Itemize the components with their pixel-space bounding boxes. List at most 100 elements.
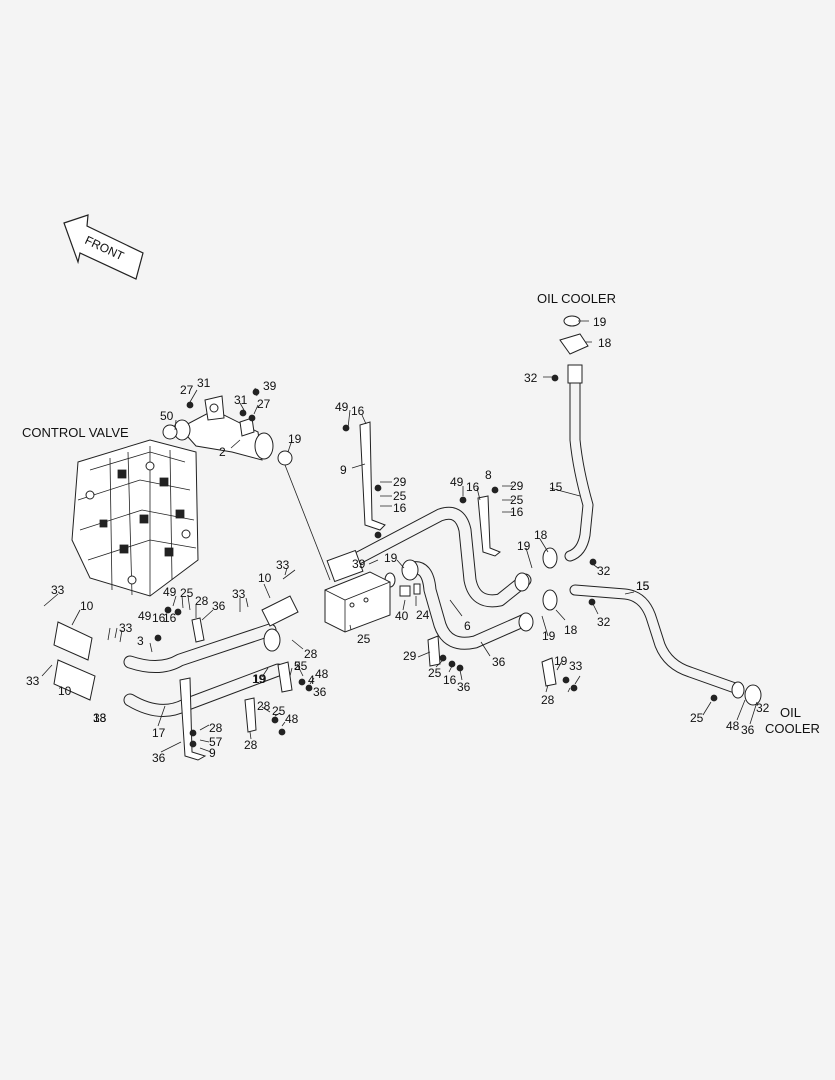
callout: 49 [163,585,177,599]
manifold-2 [162,395,331,581]
callout: 18 [564,623,578,637]
callout: 36 [212,599,226,613]
callout: 48 [285,712,299,726]
callout: 15 [636,579,650,593]
callout: 39 [263,379,277,393]
callout: 18 [598,336,612,350]
clamps-36 [191,617,557,733]
callout: 3 [137,634,144,648]
callout: 18 [534,528,548,542]
callout: 18 [93,711,107,725]
callout: 27 [180,383,194,397]
callout: 36 [741,723,755,737]
callout: 25 [180,586,194,600]
callout: 9 [209,746,216,760]
callout: 10 [58,684,72,698]
callout: 29 [510,479,524,493]
callout: 10 [258,571,272,585]
callout: 33 [119,621,133,635]
callout: 19 [554,654,568,668]
block-17 [324,571,391,633]
callout: 48 [726,719,740,733]
oil-cooler-top-label: OIL COOLER [537,291,616,306]
callout: 33 [93,711,107,725]
callout: 19 [542,629,556,643]
callout: 40 [395,609,409,623]
callout: 32 [524,371,538,385]
callout: 16 [393,501,407,515]
callout: 28 [244,738,258,752]
callout: 31 [197,376,211,390]
callout: 36 [492,655,506,669]
control-valve-label: CONTROL VALVE [22,425,129,440]
hose-15-upper [542,315,594,569]
callout: 9 [340,463,347,477]
callout: 36 [152,751,166,765]
oil-cooler-right-label-1: OIL [780,705,801,720]
callout: 32 [597,564,611,578]
callout: 16 [152,611,166,625]
callout: 39 [352,557,366,571]
callout: 27 [257,397,271,411]
callout: 25 [272,704,286,718]
callout: 29 [403,649,417,663]
callout: 10 [80,599,94,613]
hose-15-right [542,584,762,706]
callout: 28 [541,693,555,707]
callout: 19 [593,315,607,329]
callout: 2 [219,445,226,459]
callout: 19 [517,539,531,553]
callout: 24 [416,608,430,622]
callout: 33 [276,558,290,572]
callout: 32 [756,701,770,715]
callout: 17 [152,726,166,740]
callout: 32 [597,615,611,629]
callout: 25 [357,632,371,646]
callout: 36 [313,685,327,699]
callout: 15 [549,480,563,494]
callout: 49 [335,400,349,414]
callout: 25 [510,493,524,507]
callout: 36 [457,680,471,694]
callout: 25 [294,659,308,673]
callout: 48 [315,667,329,681]
callout: 19 [252,672,266,686]
callout: 4 [308,673,315,687]
callout: 16 [443,673,457,687]
callout: 25 [428,666,442,680]
callout: 33 [569,659,583,673]
front-arrow: FRONT [63,214,144,280]
callout: 6 [464,619,471,633]
callout: 19 [384,551,398,565]
callout: 15 [636,579,650,593]
callout: 33 [26,674,40,688]
callout: 28 [257,699,271,713]
callout: 33 [232,587,246,601]
leader-lines [41,320,758,753]
callout: 28 [195,594,209,608]
callout: 28 [209,721,223,735]
callout: 29 [393,475,407,489]
callout: 16 [466,480,480,494]
callout: 28 [304,647,318,661]
hoses-10 [53,549,364,701]
callout: 31 [234,393,248,407]
callout: 16 [510,505,524,519]
callout: 49 [450,475,464,489]
brackets [179,421,501,761]
callout: 25 [393,489,407,503]
pipes-5-6 [338,506,534,650]
callout: 16 [351,404,365,418]
callout: 19 [288,432,302,446]
callout: 50 [160,409,174,423]
fasteners [154,374,718,748]
callout: 19 [253,672,267,686]
callout: 49 [138,609,152,623]
control-valve [71,439,199,597]
callout: 33 [51,583,65,597]
callouts: 19 18 32 15 27 31 39 31 27 50 2 19 49 16… [26,315,770,765]
callout: 16 [163,611,177,625]
oil-cooler-right-label-2: COOLER [765,721,820,736]
callout: 8 [485,468,492,482]
